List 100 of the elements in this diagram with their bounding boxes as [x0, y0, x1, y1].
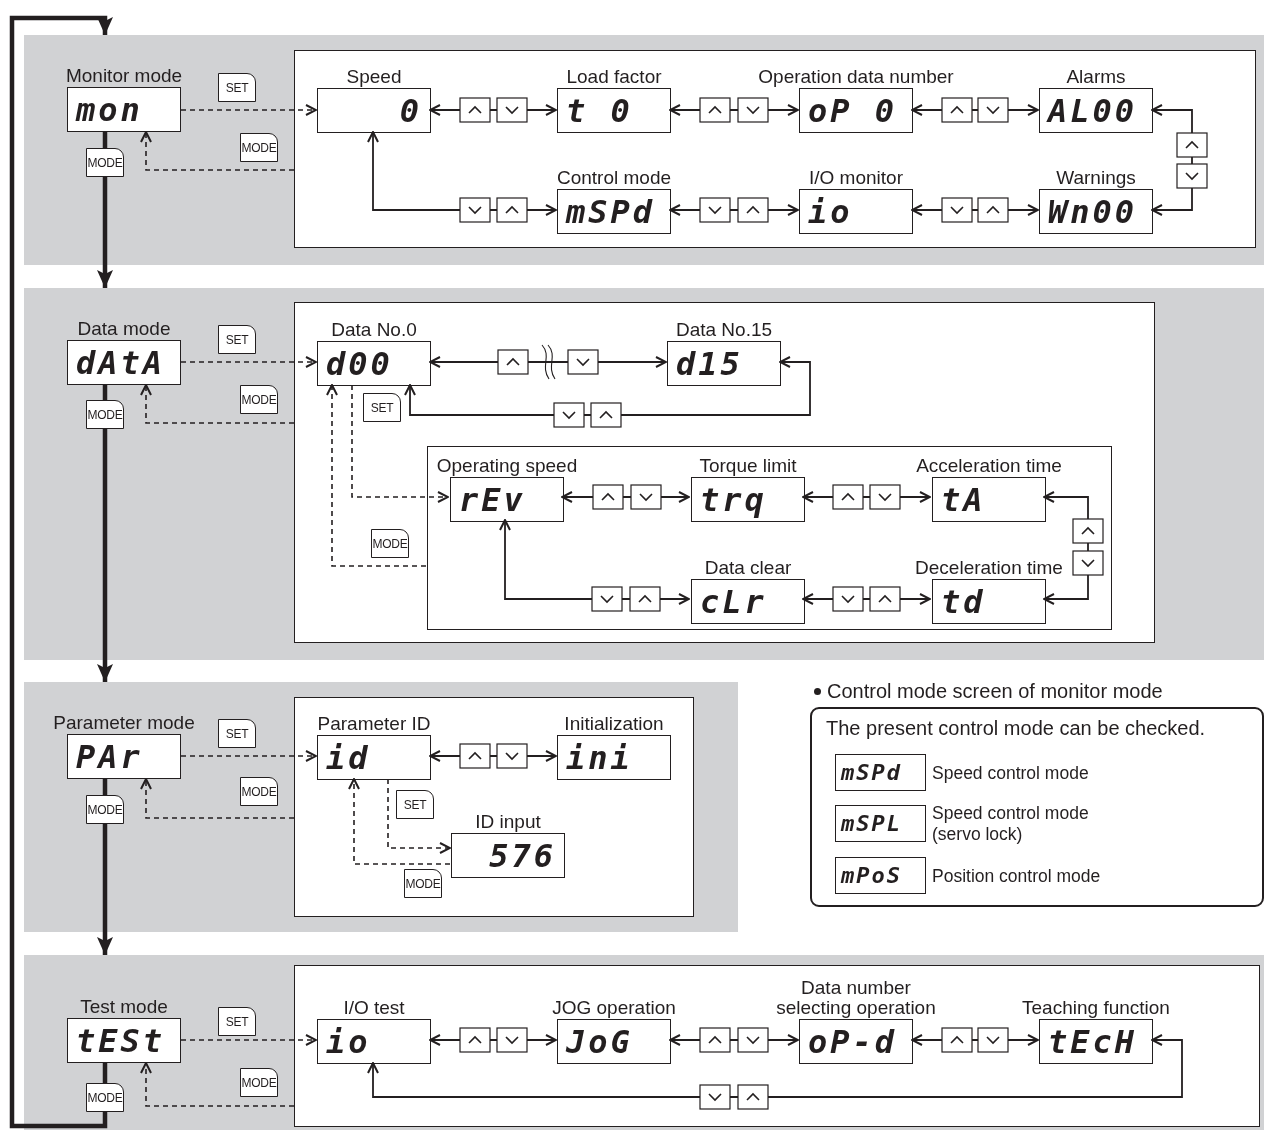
display-readout: oP 0: [808, 94, 898, 127]
band-background: [24, 682, 738, 932]
display-heading: I/O monitor: [809, 168, 903, 188]
arrow: [499, 519, 690, 605]
band-background: [24, 288, 1264, 660]
display-heading: Data No.0: [331, 320, 417, 340]
display-heading: Torque limit: [699, 456, 797, 476]
keypad-key: SET: [218, 1007, 256, 1036]
display-heading: Warnings: [1056, 168, 1136, 188]
arrow: [180, 1034, 317, 1046]
arrow: [326, 384, 427, 567]
info-heading: Control mode screen of monitor mode: [827, 680, 1163, 703]
display-heading: ID input: [475, 812, 541, 832]
arrow: [387, 778, 451, 854]
keypad-key: MODE: [86, 1083, 124, 1112]
display-heading: Operating speed: [436, 456, 578, 476]
arrow: [9, 15, 113, 1129]
display-readout: d15: [676, 347, 743, 380]
display-readout: io: [808, 195, 853, 228]
display-readout: PAr: [76, 740, 143, 773]
arrow: [348, 778, 451, 865]
display-heading: Monitor mode: [65, 66, 183, 86]
display-readout: io: [326, 1025, 371, 1058]
display-readout: id: [326, 741, 371, 774]
arrow: [404, 356, 811, 416]
arrow: [140, 384, 295, 424]
display-readout: mPoS: [841, 864, 902, 887]
keypad-key: MODE: [86, 400, 124, 429]
keypad-key: SET: [363, 393, 401, 422]
arrow: [97, 824, 113, 955]
band-background: [24, 35, 1264, 265]
display-readout: mSPL: [841, 812, 902, 835]
arrow: [180, 750, 317, 762]
display-heading: Acceleration time: [916, 456, 1062, 476]
display-readout: mSPd: [841, 761, 902, 784]
keypad-key: SET: [396, 790, 434, 819]
display-heading: Speed: [346, 67, 402, 87]
display-readout: t 0: [566, 94, 633, 127]
display-heading: Test mode: [80, 997, 168, 1017]
display-heading: Load factor: [566, 67, 662, 87]
arrow: [97, 429, 113, 682]
display-readout: JoG: [566, 1025, 633, 1058]
display-heading: Parameter mode: [53, 713, 195, 733]
display-heading: Control mode: [556, 168, 672, 188]
panel-box: [294, 697, 694, 917]
keypad-key: SET: [218, 73, 256, 102]
display-readout: Wn00: [1048, 195, 1138, 228]
arrow: [429, 356, 667, 368]
arrow: [180, 356, 317, 368]
display-heading: Deceleration time: [915, 558, 1063, 578]
arrow: [140, 778, 295, 819]
arrow: [97, 177, 113, 288]
keypad-key: MODE: [240, 133, 278, 162]
display-readout: 0: [399, 94, 422, 127]
display-readout: AL00: [1048, 94, 1138, 127]
arrow: [351, 384, 449, 503]
display-readout: trq: [700, 483, 767, 516]
display-readout: dAtA: [76, 346, 166, 379]
display-readout: rEv: [459, 483, 526, 516]
display-readout: cLr: [700, 585, 767, 618]
keypad-key: MODE: [86, 148, 124, 177]
display-heading: Data number selecting operation: [775, 978, 937, 1018]
display-heading: Alarms: [1066, 67, 1126, 87]
display-heading: Data No.15: [675, 320, 773, 340]
display-heading: Data mode: [77, 319, 171, 339]
display-heading: Data clear: [704, 558, 792, 578]
panel-box: [294, 302, 1155, 643]
arrow: [180, 104, 317, 116]
mode-description: Speed control mode (servo lock): [932, 802, 1090, 845]
display-readout: mSPd: [566, 195, 656, 228]
display-readout: oP-d: [808, 1025, 898, 1058]
display-heading: Initialization: [564, 714, 664, 734]
info-note: The present control mode can be checked.: [826, 717, 1206, 740]
keypad-key: MODE: [86, 795, 124, 824]
keypad-key: MODE: [240, 385, 278, 414]
arrow: [367, 131, 557, 216]
keypad-key: MODE: [240, 777, 278, 806]
arrow: [140, 131, 295, 171]
display-heading: Parameter ID: [317, 714, 431, 734]
display-heading: JOG operation: [552, 998, 676, 1018]
display-readout: 576: [489, 839, 556, 872]
display-readout: tESt: [76, 1024, 166, 1057]
panel-box: [294, 50, 1256, 248]
keypad-key: SET: [218, 325, 256, 354]
display-heading: Teaching function: [1022, 998, 1170, 1018]
display-readout: tEcH: [1048, 1025, 1138, 1058]
arrow: [367, 1034, 1183, 1098]
band-background: [24, 955, 1264, 1130]
keypad-key: MODE: [371, 529, 409, 558]
panel-box: [427, 446, 1112, 630]
display-readout: d00: [326, 347, 393, 380]
mode-description: Position control mode: [932, 865, 1102, 886]
arrow: [140, 1062, 295, 1107]
keypad-key: MODE: [404, 869, 442, 898]
mode-description: Speed control mode: [932, 762, 1090, 783]
panel-box: [294, 965, 1260, 1127]
display-readout: tA: [941, 483, 986, 516]
display-readout: ini: [566, 741, 633, 774]
display-readout: td: [941, 585, 986, 618]
display-heading: I/O test: [343, 998, 405, 1018]
